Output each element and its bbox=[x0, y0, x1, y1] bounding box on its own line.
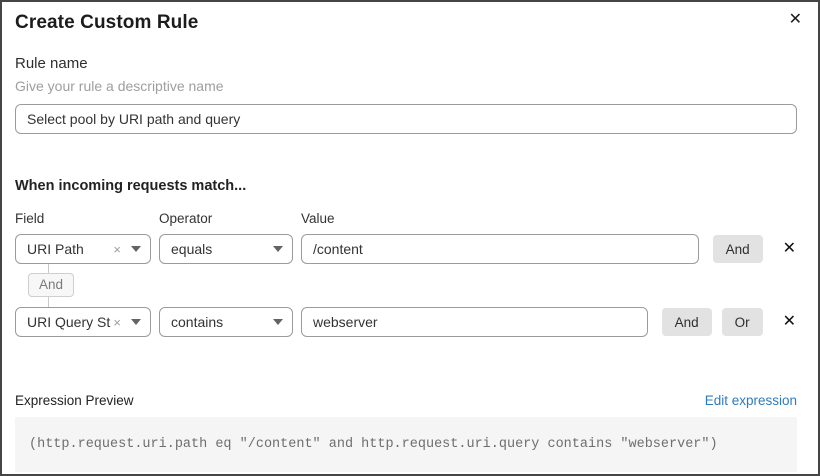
caret-down-icon bbox=[273, 319, 283, 325]
condition-row: URI Query St... × contains And Or ✕ bbox=[15, 307, 797, 337]
operator-select[interactable]: contains bbox=[159, 307, 293, 337]
expression-preview-label: Expression Preview bbox=[15, 393, 134, 408]
remove-condition-icon[interactable]: ✕ bbox=[782, 313, 796, 330]
value-input[interactable] bbox=[301, 307, 648, 337]
operator-select-value: contains bbox=[171, 314, 224, 330]
condition-row: URI Path × equals And ✕ bbox=[15, 234, 797, 264]
rule-name-label: Rule name bbox=[15, 55, 88, 72]
field-select-value: URI Path bbox=[27, 241, 84, 257]
operator-select[interactable]: equals bbox=[159, 234, 293, 264]
field-select[interactable]: URI Query St... × bbox=[15, 307, 151, 337]
value-column-label: Value bbox=[301, 211, 335, 226]
connector-and-badge[interactable]: And bbox=[28, 273, 75, 297]
remove-condition-icon[interactable]: ✕ bbox=[782, 240, 796, 257]
field-select[interactable]: URI Path × bbox=[15, 234, 151, 264]
rule-name-input[interactable] bbox=[15, 104, 797, 134]
add-and-button[interactable]: And bbox=[712, 235, 763, 263]
clear-icon[interactable]: × bbox=[113, 314, 121, 330]
connector-line bbox=[48, 264, 49, 273]
rule-name-helper: Give your rule a descriptive name bbox=[15, 78, 224, 94]
page-title: Create Custom Rule bbox=[15, 12, 199, 33]
value-input[interactable] bbox=[301, 234, 699, 264]
field-select-value: URI Query St... bbox=[27, 314, 111, 330]
clear-icon[interactable]: × bbox=[113, 241, 121, 257]
expression-preview-header: Expression Preview Edit expression bbox=[15, 393, 797, 408]
close-icon[interactable]: ✕ bbox=[788, 11, 802, 28]
caret-down-icon bbox=[131, 246, 141, 252]
add-or-button[interactable]: Or bbox=[721, 308, 763, 336]
rule-name-group: Rule name Give your rule a descriptive n… bbox=[15, 55, 797, 134]
caret-down-icon bbox=[273, 246, 283, 252]
expression-preview-code: (http.request.uri.path eq "/content" and… bbox=[15, 417, 797, 472]
operator-column-label: Operator bbox=[159, 211, 213, 226]
condition-column-headers: Field Operator Value bbox=[15, 211, 797, 226]
edit-expression-link[interactable]: Edit expression bbox=[704, 393, 797, 408]
match-section-heading: When incoming requests match... bbox=[15, 178, 247, 194]
condition-connector: And bbox=[15, 264, 797, 307]
operator-select-value: equals bbox=[171, 241, 213, 257]
field-column-label: Field bbox=[15, 211, 45, 226]
connector-line bbox=[48, 297, 49, 307]
add-and-button[interactable]: And bbox=[661, 308, 712, 336]
caret-down-icon bbox=[131, 319, 141, 325]
